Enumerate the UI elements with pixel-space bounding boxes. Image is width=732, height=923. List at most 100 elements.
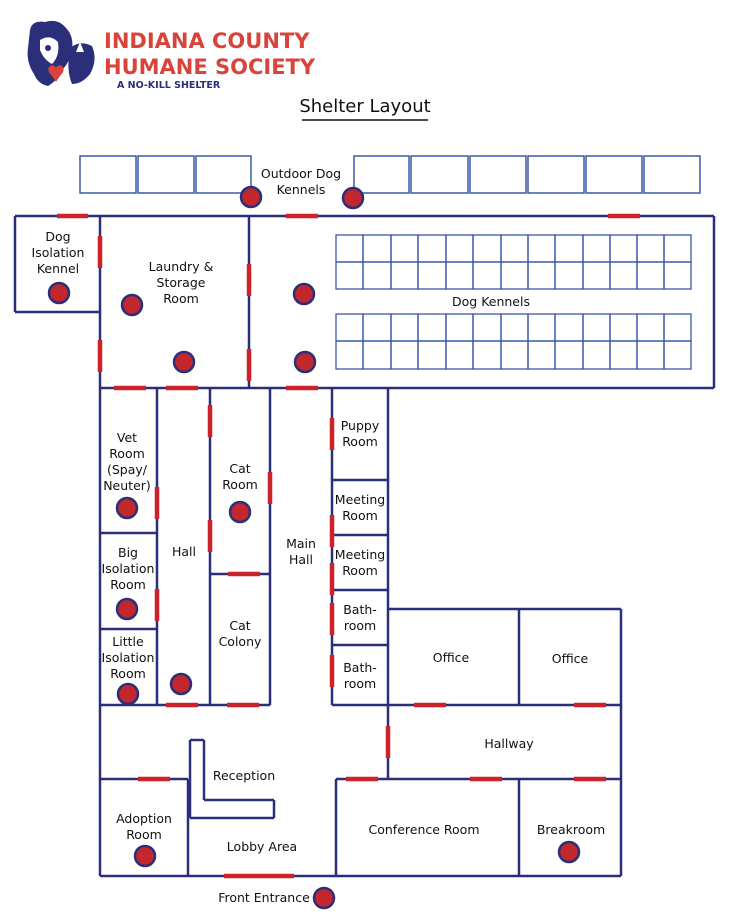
dog-kennel-cell <box>417 340 447 370</box>
location-marker <box>293 350 317 374</box>
dog-kennel-cell <box>663 340 692 370</box>
label-breakroom: Breakroom <box>537 822 605 837</box>
dog-kennel-cell <box>609 234 638 263</box>
label-reception: Reception <box>213 768 275 783</box>
dog-kennel-cell <box>362 313 392 342</box>
dog-kennel-cell <box>472 313 502 342</box>
location-marker <box>47 281 71 305</box>
label-lobby-area: Lobby Area <box>227 839 297 854</box>
dog-kennel-cell <box>609 340 638 370</box>
logo-line-2: HUMANE SOCIETY <box>104 55 316 79</box>
dog-kennel-cell <box>500 234 529 263</box>
dog-kennel-cell <box>472 261 502 290</box>
dog-kennel-cell <box>500 313 529 342</box>
location-marker <box>312 886 336 910</box>
dog-kennel-cell <box>445 261 474 290</box>
dog-kennel-cell <box>527 261 556 290</box>
logo-tagline: A NO-KILL SHELTER <box>117 80 221 91</box>
dog-kennel-cell <box>390 340 419 370</box>
dog-kennel-cell <box>472 340 502 370</box>
label-office-2: Office <box>552 651 589 666</box>
dog-kennel-cell <box>445 340 474 370</box>
dog-kennel-cell <box>390 261 419 290</box>
dog-kennel-cell <box>554 261 584 290</box>
location-marker <box>557 840 581 864</box>
label-office-1: Office <box>433 650 470 665</box>
location-marker <box>292 282 316 306</box>
humane-society-logo: INDIANA COUNTY HUMANE SOCIETY A NO-KILL … <box>27 20 316 91</box>
label-dog-kennels: Dog Kennels <box>452 294 530 309</box>
location-marker <box>133 844 157 868</box>
dog-kennel-cell <box>636 234 665 263</box>
outdoor-dog-kennels <box>79 155 701 194</box>
location-marker <box>115 597 139 621</box>
dog-kennel-cell <box>554 340 584 370</box>
dog-kennel-cell <box>390 234 419 263</box>
outdoor-kennel-7 <box>527 155 585 194</box>
dog-cat-logo-icon <box>27 20 95 86</box>
dog-kennel-cell <box>582 313 611 342</box>
dog-kennel-cell <box>500 340 529 370</box>
label-bathroom-1: Bath-room <box>343 602 377 633</box>
dog-kennel-cell <box>582 234 611 263</box>
dog-kennel-grid <box>335 234 692 370</box>
dog-kennel-cell <box>609 261 638 290</box>
outdoor-kennel-1 <box>79 155 137 194</box>
outdoor-kennel-6 <box>469 155 527 194</box>
label-conference-room: Conference Room <box>369 822 480 837</box>
outdoor-kennel-9 <box>643 155 701 194</box>
doors <box>57 213 640 879</box>
location-marker <box>228 500 252 524</box>
dog-kennel-cell <box>636 313 665 342</box>
dog-kennel-cell <box>362 261 392 290</box>
dog-kennel-cell <box>636 261 665 290</box>
location-marker <box>169 672 193 696</box>
location-markers <box>47 185 581 910</box>
dog-kennel-cell <box>335 340 364 370</box>
walls <box>13 214 716 878</box>
location-marker <box>172 350 196 374</box>
dog-kennel-cell <box>582 261 611 290</box>
dog-kennel-cell <box>472 234 502 263</box>
outdoor-kennel-5 <box>410 155 469 194</box>
dog-kennel-cell <box>335 313 364 342</box>
dog-kennel-cell <box>554 313 584 342</box>
outdoor-kennel-3 <box>195 155 252 194</box>
dog-kennel-cell <box>445 234 474 263</box>
outdoor-kennel-4 <box>353 155 410 194</box>
dog-kennel-cell <box>500 261 529 290</box>
label-front-entrance: Front Entrance <box>218 890 310 905</box>
dog-kennel-cell <box>335 234 364 263</box>
dog-kennel-cell <box>417 261 447 290</box>
logo-line-1: INDIANA COUNTY <box>104 29 310 53</box>
dog-kennel-cell <box>582 340 611 370</box>
outdoor-kennel-8 <box>585 155 643 194</box>
dog-kennel-cell <box>362 340 392 370</box>
outdoor-kennel-2 <box>137 155 195 194</box>
location-marker <box>115 496 139 520</box>
dog-kennel-cell <box>417 234 447 263</box>
location-marker <box>116 682 140 706</box>
label-bathroom-2: Bath-room <box>343 660 377 691</box>
location-marker <box>341 186 365 210</box>
dog-kennel-cell <box>335 261 364 290</box>
dog-kennel-cell <box>527 313 556 342</box>
dog-kennel-cell <box>554 234 584 263</box>
dog-kennel-cell <box>390 313 419 342</box>
dog-kennel-cell <box>663 313 692 342</box>
dog-kennel-cell <box>636 340 665 370</box>
